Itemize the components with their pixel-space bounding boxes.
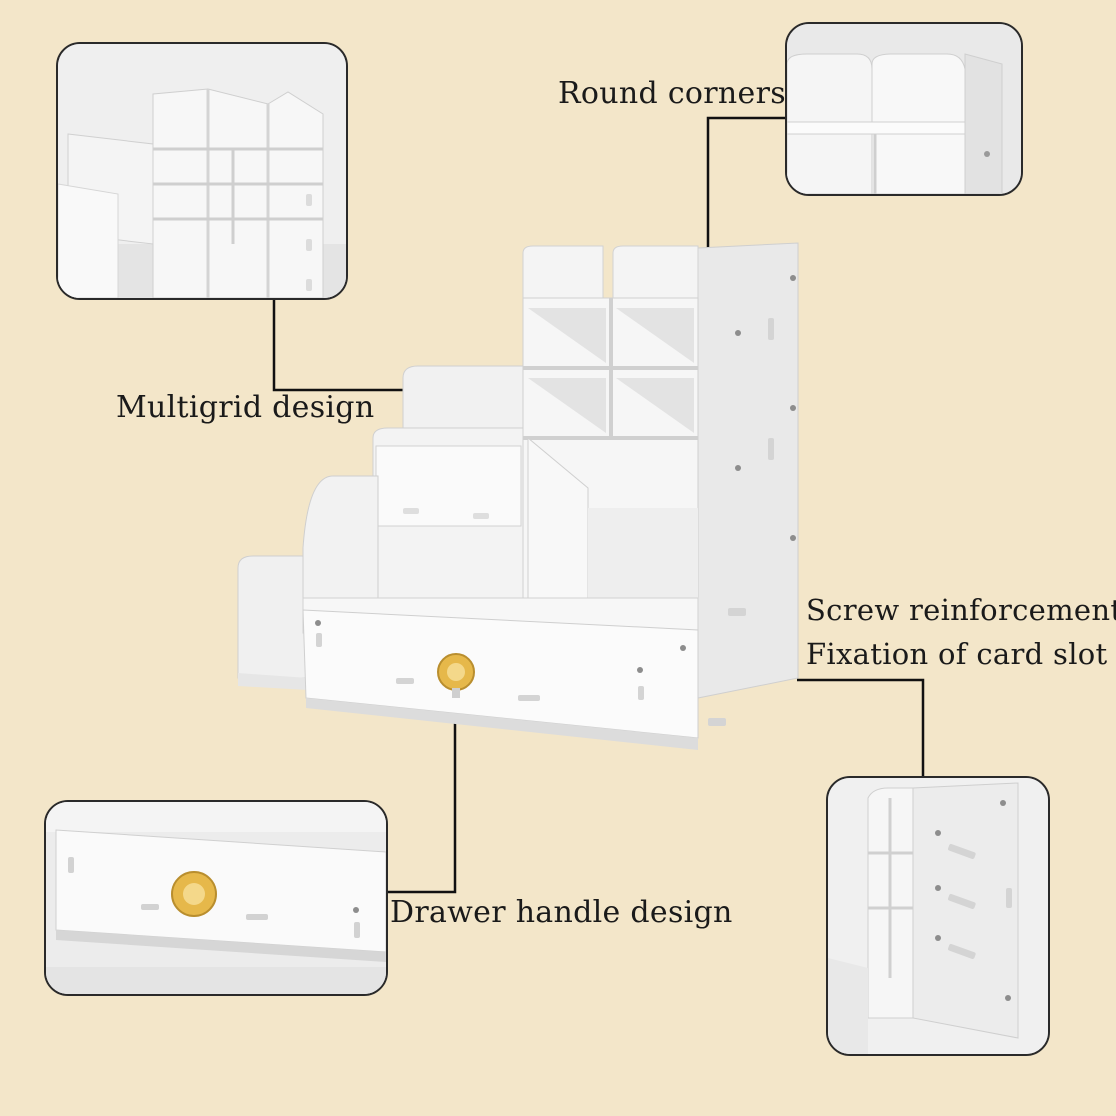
drawer-handle-detail-photo: [44, 800, 388, 996]
round-corners-detail-photo: [785, 22, 1023, 196]
desk-organizer-main-photo: [228, 238, 808, 758]
screw-leader: [797, 678, 925, 778]
screw-reinforcement-label: Screw reinforcement: [806, 593, 1116, 627]
card-slot-fixation-label: Fixation of card slot: [806, 637, 1108, 671]
crystal-knob-icon: [171, 871, 217, 917]
multigrid-detail-photo: [56, 42, 348, 300]
drawer-knob-icon: [437, 653, 475, 698]
drawer-handle-label: Drawer handle design: [390, 895, 733, 930]
round-corners-leader: [706, 116, 785, 248]
round-corners-label: Round corners: [558, 76, 786, 111]
screw-reinforcement-detail-photo: [826, 776, 1050, 1056]
multigrid-label: Multigrid design: [116, 390, 375, 425]
